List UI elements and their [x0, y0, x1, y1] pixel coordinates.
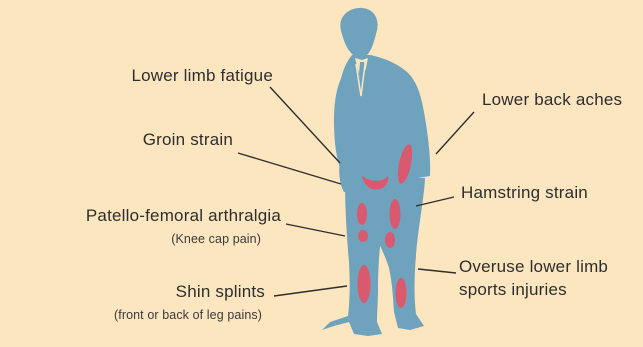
label-shin-splints: Shin splints — [176, 282, 265, 302]
label-patello-femoral-sub: (Knee cap pain) — [171, 229, 261, 249]
pain-mark-shin-right — [396, 278, 407, 308]
label-lower-limb-fatigue: Lower limb fatigue — [131, 66, 273, 86]
pain-mark-thigh-right — [390, 199, 401, 229]
legs — [322, 178, 425, 336]
label-groin-strain: Groin strain — [143, 130, 233, 150]
label-patello-femoral: Patello-femoral arthralgia — [86, 206, 281, 226]
head — [340, 8, 377, 57]
label-overuse-line1: Overuse lower limb — [459, 257, 608, 277]
leader-shin-splints — [274, 286, 347, 296]
label-overuse-line2: sports injuries — [459, 280, 567, 300]
label-lower-back-aches: Lower back aches — [482, 90, 622, 110]
leader-lower-limb-fatigue — [270, 87, 340, 163]
leader-overuse — [418, 269, 456, 273]
label-hamstring-strain: Hamstring strain — [461, 183, 588, 203]
pain-mark-shin-left — [358, 265, 371, 303]
label-shin-splints-sub: (front or back of leg pains) — [114, 305, 262, 325]
leader-patello-femoral — [286, 224, 345, 236]
pain-mark-knee-lower — [358, 230, 368, 242]
pain-mark-knee-right — [385, 232, 395, 248]
leader-lower-back-aches — [436, 112, 474, 154]
pain-mark-knee-upper — [357, 203, 367, 225]
leader-groin-strain — [238, 153, 341, 184]
